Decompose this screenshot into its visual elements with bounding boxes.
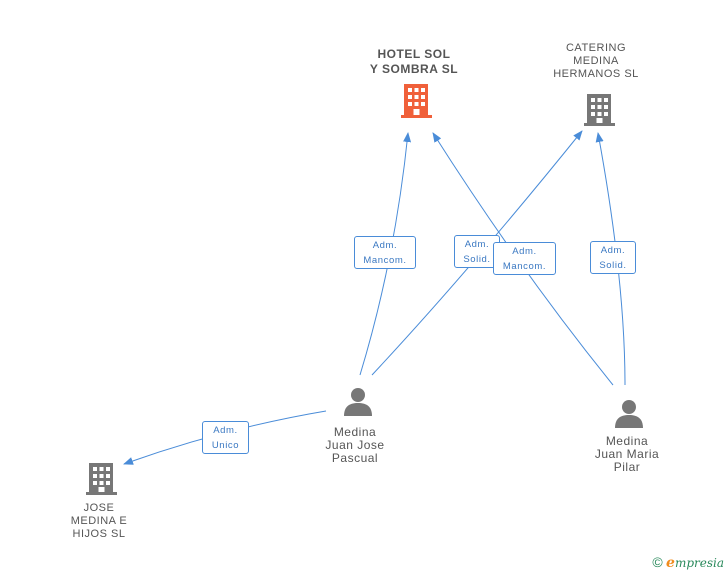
brand-name: mpresia xyxy=(674,556,724,570)
edge-label-adm-unico: Adm. Unico xyxy=(202,421,249,454)
person-label-juan-maria[interactable]: Medina Juan Maria Pilar xyxy=(594,434,660,474)
company-label-jose-medina[interactable]: JOSE MEDINA E HIJOS SL xyxy=(70,502,128,540)
edge-label-adm-solid: Adm. Solid. xyxy=(590,241,636,274)
brand-e-letter: e xyxy=(666,555,675,571)
edge-label-adm-mancom: Adm. Mancom. xyxy=(493,242,556,275)
edge-label-adm-mancom: Adm. Mancom. xyxy=(354,236,416,269)
building-icon[interactable] xyxy=(86,463,117,495)
person-icon[interactable] xyxy=(344,388,372,416)
building-icon[interactable] xyxy=(401,84,432,118)
copyright-symbol: © xyxy=(652,554,663,570)
building-icon[interactable] xyxy=(584,94,615,126)
person-icon[interactable] xyxy=(615,400,643,428)
company-label-catering[interactable]: CATERING MEDINA HERMANOS SL xyxy=(553,42,639,80)
empresia-logo[interactable]: © empresia xyxy=(652,554,724,571)
company-label-hotel[interactable]: HOTEL SOL Y SOMBRA SL xyxy=(369,47,459,76)
person-label-juan-jose[interactable]: Medina Juan Jose Pascual xyxy=(325,425,385,465)
